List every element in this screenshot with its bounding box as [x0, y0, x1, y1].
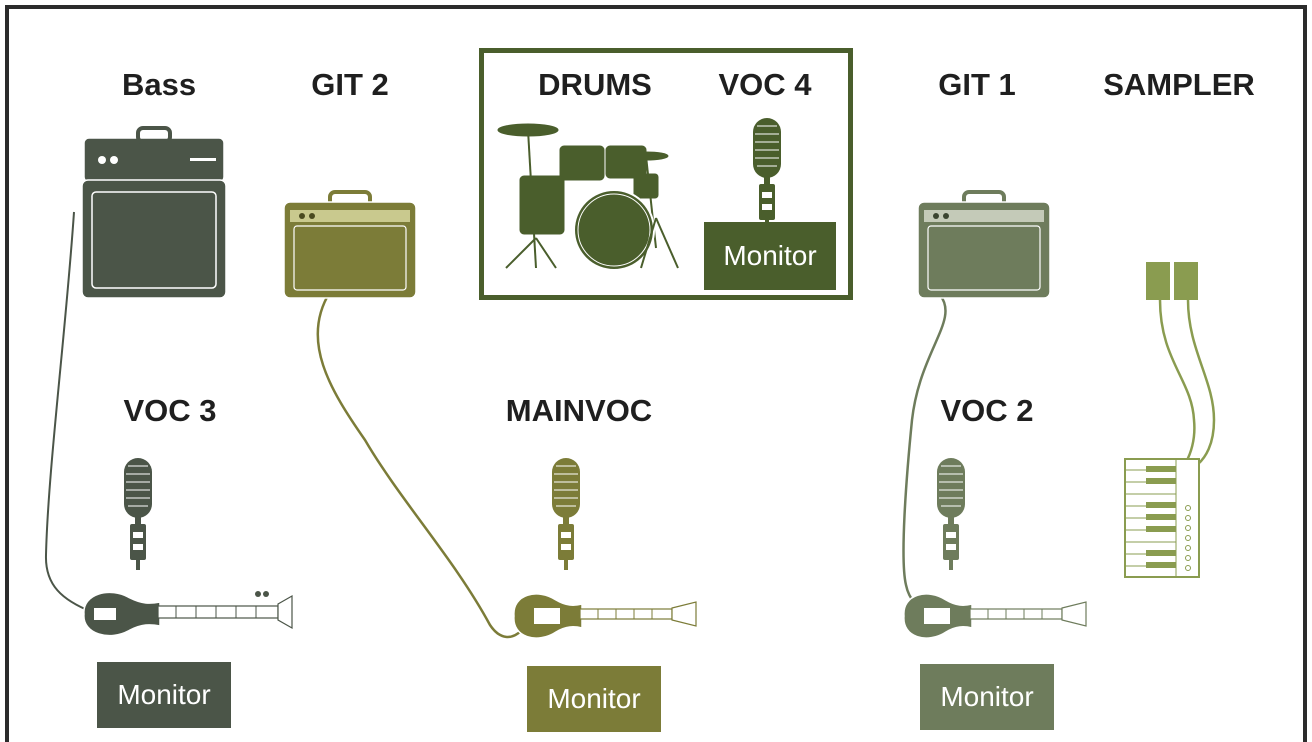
voc4-mic-icon	[752, 117, 782, 231]
git2-label: GIT 2	[311, 67, 389, 102]
drum-kit-icon	[497, 123, 679, 271]
mainvoc-monitor: Monitor	[527, 666, 661, 732]
bass-cable	[44, 211, 93, 613]
git2-cable	[316, 291, 523, 639]
mainvoc-mic-icon	[551, 457, 581, 571]
git2-amp-icon	[283, 190, 417, 299]
drums-label: DRUMS	[538, 67, 652, 102]
mainvoc-label: MAINVOC	[505, 393, 653, 428]
sampler-label: SAMPLER	[1103, 67, 1255, 102]
voc3-monitor: Monitor	[97, 662, 231, 728]
drum-riser-box	[479, 48, 853, 300]
sampler-keyboard-icon	[1124, 458, 1200, 578]
sampler-pads-icon	[1146, 262, 1198, 300]
voc2-monitor: Monitor	[920, 664, 1054, 730]
bass-guitar-icon	[83, 591, 293, 637]
mainvoc-guitar-icon	[513, 593, 697, 639]
sampler-cable-left	[1158, 299, 1196, 463]
voc2-mic-icon	[936, 457, 966, 571]
git1-amp-icon	[917, 190, 1051, 299]
voc2-label: VOC 2	[940, 393, 1034, 428]
voc4-monitor: Monitor	[704, 222, 836, 290]
voc2-guitar-icon	[903, 593, 1087, 639]
stage-outline	[5, 5, 1307, 742]
git1-label: GIT 1	[938, 67, 1016, 102]
voc3-mic-icon	[123, 457, 153, 571]
bass-amp-icon	[81, 126, 227, 299]
sampler-cable-right	[1186, 299, 1216, 465]
voc4-label: VOC 4	[718, 67, 812, 102]
bass-label: Bass	[121, 67, 197, 102]
voc3-label: VOC 3	[123, 393, 217, 428]
